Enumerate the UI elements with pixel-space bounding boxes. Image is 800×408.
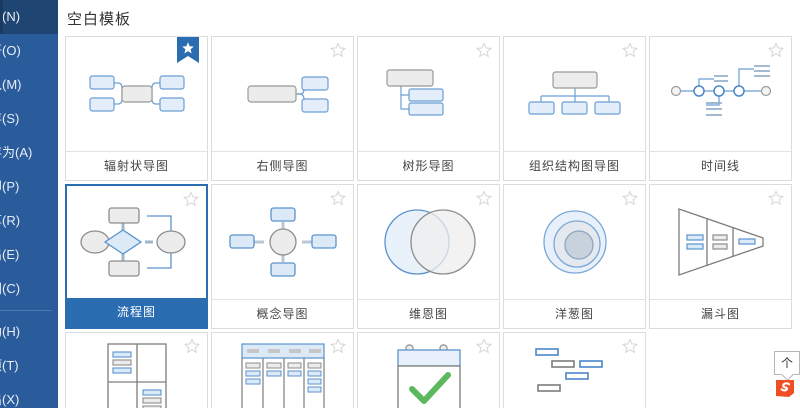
template-card-venn-diagram[interactable]: 维恩图	[357, 184, 500, 329]
template-card-calendar-check[interactable]	[357, 332, 500, 408]
template-grid-row-2: 流程图	[58, 184, 800, 329]
sidebar-item-label: 退出(X)	[0, 392, 20, 407]
template-gallery-pane: 空白模板	[58, 0, 800, 408]
sidebar-item-label: 帮助(H)	[0, 324, 21, 339]
sidebar-item-label: 导入(M)	[0, 77, 22, 92]
sidebar-item-export[interactable]: 导出(E)	[0, 238, 58, 272]
sidebar-item-label: 打开(O)	[0, 43, 21, 58]
template-thumbnail-gantt-chart	[504, 333, 645, 408]
favorite-star-icon[interactable]	[622, 338, 638, 354]
template-grid-row-3	[58, 332, 800, 408]
template-card-label: 洋葱图	[504, 299, 645, 328]
template-card-gantt-chart[interactable]	[503, 332, 646, 408]
favorite-star-icon[interactable]	[622, 42, 638, 58]
sidebar-item-label: 打印(P)	[0, 179, 20, 194]
template-card-label: 辐射状导图	[66, 151, 207, 180]
favorite-star-icon[interactable]	[768, 190, 784, 206]
template-card-radial-mindmap[interactable]: 辐射状导图	[65, 36, 208, 181]
template-card-label: 右侧导图	[212, 151, 353, 180]
sidebar-item-label: 选项(T)	[0, 358, 19, 373]
file-menu-sidebar: 新建(N) 打开(O) 导入(M) 保存(S) 另存为(A) 打印(P) 分享(…	[0, 0, 58, 408]
template-thumbnail-blank	[650, 333, 791, 408]
template-card-label: 概念导图	[212, 299, 353, 328]
sidebar-item-print[interactable]: 打印(P)	[0, 170, 58, 204]
sidebar-item-label: 分享(R)	[0, 213, 21, 228]
sidebar-item-import[interactable]: 导入(M)	[0, 68, 58, 102]
page-title: 空白模板	[67, 11, 132, 28]
template-card-org-chart[interactable]: 组织结构图导图	[503, 36, 646, 181]
sidebar-item-label: 保存(S)	[0, 111, 20, 126]
sidebar-item-exit[interactable]: 退出(X)	[0, 383, 58, 408]
template-thumbnail-venn-diagram	[358, 185, 499, 299]
favorite-ribbon-icon[interactable]	[177, 37, 199, 67]
favorite-star-icon[interactable]	[768, 42, 784, 58]
template-card-label: 漏斗图	[650, 299, 791, 328]
template-thumbnail-calendar-check	[358, 333, 499, 408]
template-thumbnail-tree-mindmap	[358, 37, 499, 151]
sidebar-item-close[interactable]: 关闭(C)	[0, 272, 58, 306]
favorite-star-icon[interactable]	[622, 190, 638, 206]
template-card-timeline[interactable]: 时间线	[649, 36, 792, 181]
favorite-star-icon[interactable]	[476, 190, 492, 206]
favorite-star-icon[interactable]	[476, 42, 492, 58]
template-thumbnail-funnel-chart	[650, 185, 791, 299]
template-card-label: 维恩图	[358, 299, 499, 328]
template-card-label: 流程图	[67, 298, 206, 327]
favorite-star-icon[interactable]	[330, 190, 346, 206]
template-thumbnail-onion-diagram	[504, 185, 645, 299]
template-card-tree-mindmap[interactable]: 树形导图	[357, 36, 500, 181]
sidebar-item-new[interactable]: 新建(N)	[0, 0, 58, 34]
favorite-star-icon[interactable]	[476, 338, 492, 354]
template-grid-row-1: 辐射状导图	[58, 36, 800, 181]
template-thumbnail-quadrant-matrix	[66, 333, 207, 408]
sidebar-item-save-as[interactable]: 另存为(A)	[0, 136, 58, 170]
favorite-star-icon[interactable]	[184, 338, 200, 354]
template-card-quadrant-matrix[interactable]	[65, 332, 208, 408]
template-card-funnel-chart[interactable]: 漏斗图	[649, 184, 792, 329]
sidebar-item-share[interactable]: 分享(R)	[0, 204, 58, 238]
template-card-flowchart[interactable]: 流程图	[65, 184, 208, 329]
sidebar-item-open[interactable]: 打开(O)	[0, 34, 58, 68]
template-thumbnail-right-mindmap	[212, 37, 353, 151]
sidebar-item-label: 另存为(A)	[0, 145, 33, 160]
template-thumbnail-kanban-board	[212, 333, 353, 408]
favorite-star-icon[interactable]	[330, 42, 346, 58]
template-card-kanban-board[interactable]	[211, 332, 354, 408]
sidebar-item-label: 导出(E)	[0, 247, 20, 262]
sidebar-divider	[0, 310, 52, 311]
sidebar-item-help[interactable]: 帮助(H)	[0, 315, 58, 349]
ime-tooltip: 个	[774, 351, 800, 375]
favorite-star-icon[interactable]	[183, 191, 199, 207]
template-thumbnail-org-chart	[504, 37, 645, 151]
template-card-label: 组织结构图导图	[504, 151, 645, 180]
template-card-right-mindmap[interactable]: 右侧导图	[211, 36, 354, 181]
sogou-ime-logo-icon[interactable]	[773, 376, 797, 400]
sidebar-item-label: 新建(N)	[0, 9, 21, 24]
sidebar-item-label: 关闭(C)	[0, 281, 21, 296]
sidebar-item-options[interactable]: 选项(T)	[0, 349, 58, 383]
template-thumbnail-timeline	[650, 37, 791, 151]
template-card-concept-map[interactable]: 概念导图	[211, 184, 354, 329]
template-card-label: 树形导图	[358, 151, 499, 180]
template-thumbnail-concept-map	[212, 185, 353, 299]
favorite-star-icon[interactable]	[330, 338, 346, 354]
template-thumbnail-flowchart	[67, 186, 206, 298]
template-card-onion-diagram[interactable]: 洋葱图	[503, 184, 646, 329]
sidebar-item-save[interactable]: 保存(S)	[0, 102, 58, 136]
template-card-blank[interactable]	[649, 332, 792, 408]
template-card-label: 时间线	[650, 151, 791, 180]
